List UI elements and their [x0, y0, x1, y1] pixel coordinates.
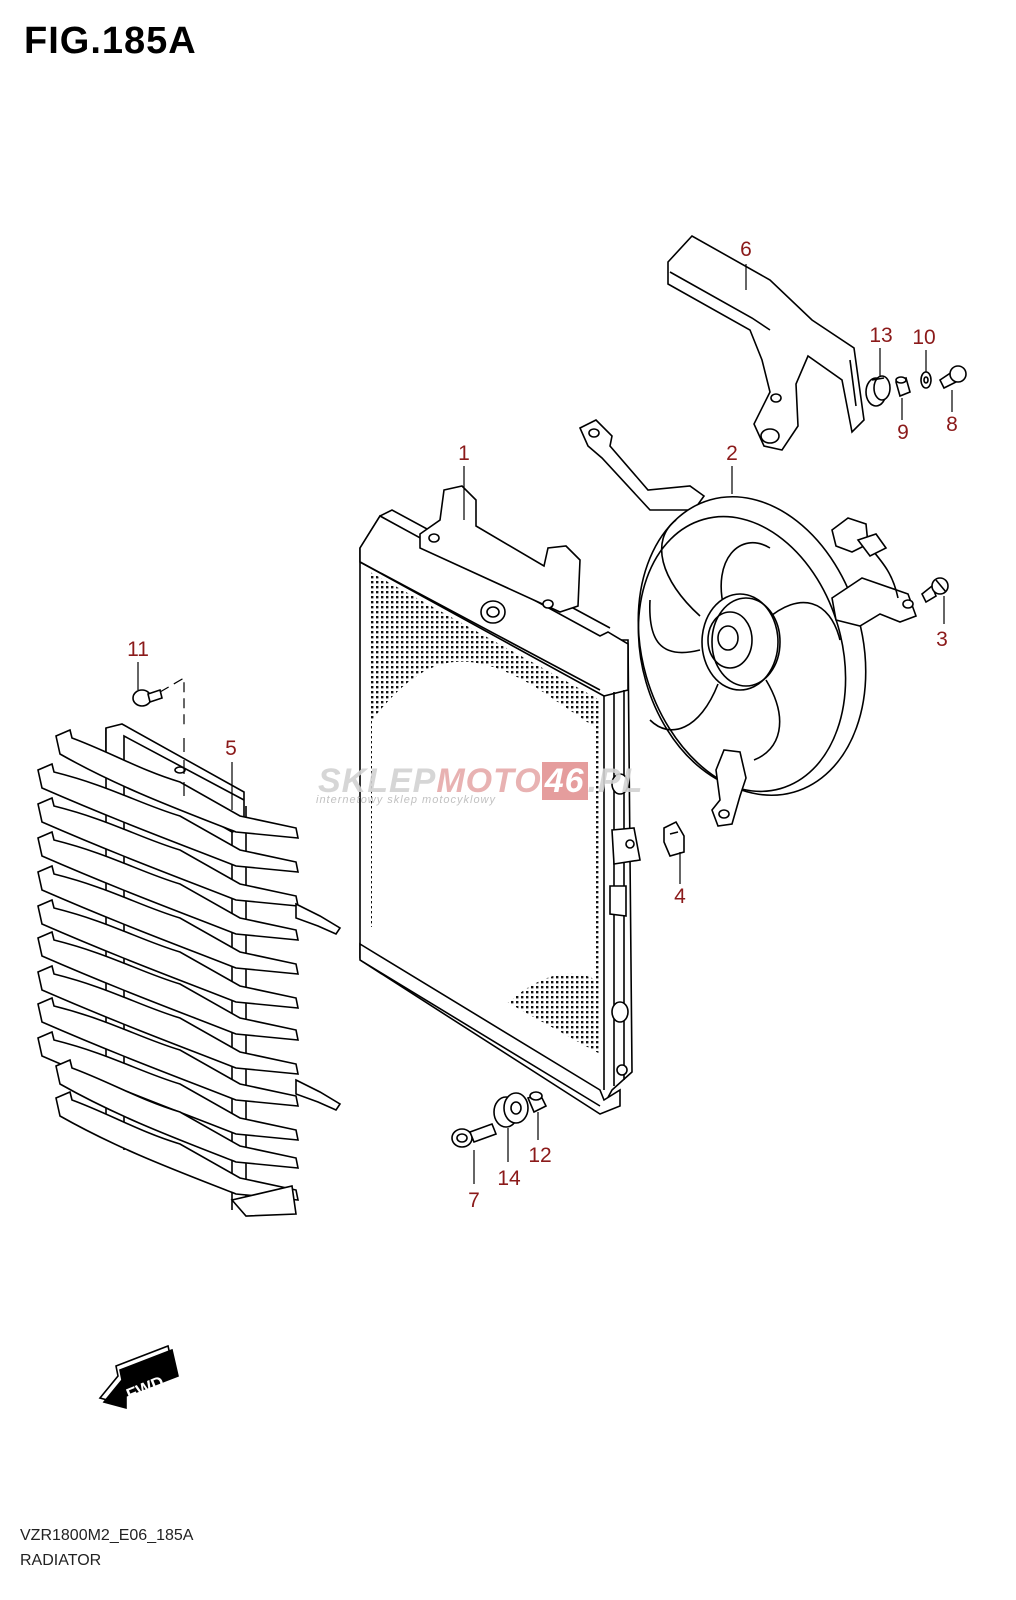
callout-12: 12	[528, 1144, 551, 1167]
grille-slat	[55, 728, 299, 839]
callout-7: 7	[468, 1189, 480, 1212]
model-code: VZR1800M2_E06_185A	[20, 1527, 194, 1544]
callout-1: 1	[458, 442, 470, 465]
assembly-name: RADIATOR	[20, 1552, 102, 1569]
clip-nut	[663, 820, 685, 857]
grille-slat	[37, 830, 299, 941]
spacer-12	[526, 1091, 548, 1114]
fwd-arrow: FWD	[98, 1344, 179, 1410]
callout-4: 4	[674, 885, 686, 908]
cushion-14	[493, 1092, 529, 1128]
washer-10	[920, 371, 932, 389]
spacer-9	[895, 376, 911, 398]
grille-slat	[37, 898, 299, 1009]
fan-bolt	[920, 577, 949, 604]
callout-5: 5	[225, 737, 237, 760]
grille-slat	[37, 930, 299, 1041]
leader-lines	[137, 264, 953, 1184]
callout-3: 3	[936, 628, 948, 651]
grille-slat	[37, 964, 299, 1075]
callout-9: 9	[897, 421, 909, 444]
cooling-fan	[578, 419, 918, 827]
radiator-core	[359, 485, 641, 1115]
figure-title: FIG.185A	[24, 20, 197, 62]
callout-8: 8	[946, 413, 958, 436]
bolt-8	[938, 365, 967, 390]
cushion-13	[865, 375, 891, 407]
grille-tab	[295, 1078, 342, 1112]
callout-13: 13	[869, 324, 892, 347]
callout-6: 6	[740, 238, 752, 261]
watermark-tagline: internetowy sklep motocyklowy	[316, 794, 497, 806]
screw-11	[132, 688, 163, 707]
radiator-grille	[37, 723, 342, 1217]
grille-slat	[55, 1090, 299, 1201]
grille-tab	[295, 902, 342, 936]
callout-11: 11	[127, 638, 149, 661]
bolt-7	[451, 1122, 498, 1148]
callout-2: 2	[726, 442, 738, 465]
grille-slat	[37, 996, 299, 1107]
radiator-bracket	[667, 234, 865, 451]
grille-slat	[37, 864, 299, 975]
grille-slat	[55, 1058, 299, 1169]
watermark-brand: SKLEPMOTO46.PL	[318, 762, 644, 800]
callout-14: 14	[497, 1167, 521, 1190]
grille-slat	[37, 762, 299, 873]
callout-10: 10	[912, 326, 935, 349]
